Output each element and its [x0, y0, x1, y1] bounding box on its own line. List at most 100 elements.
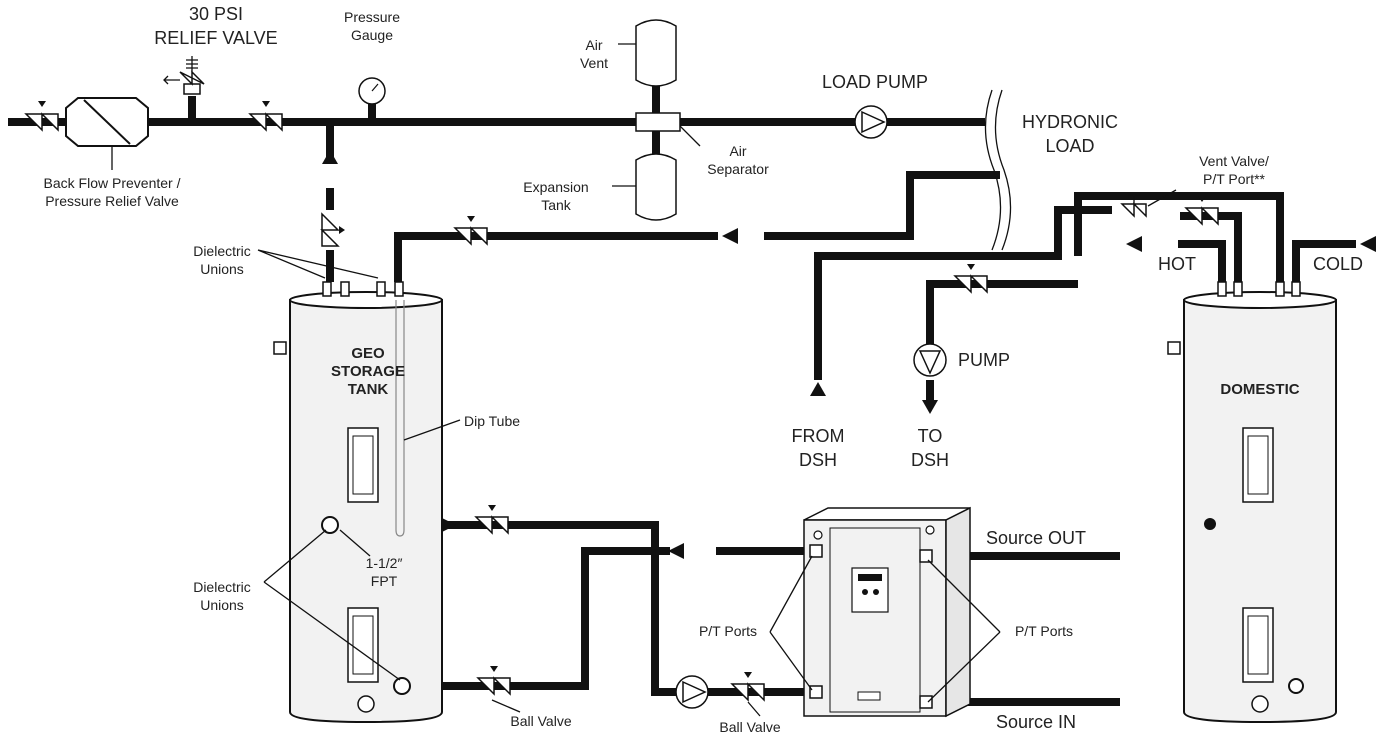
to-dsh-label-2: DSH [911, 450, 949, 470]
arrow-left-return [722, 228, 738, 244]
hydronic-break-marks [984, 89, 1012, 251]
geo-loop-pump-triangle [682, 680, 707, 704]
relief-valve-body [179, 70, 205, 95]
dsh-pump-triangle [918, 350, 942, 375]
load-pump [854, 105, 888, 139]
valve-handles [38, 101, 1206, 678]
dsh-control-knob-2 [873, 589, 879, 595]
hydronic-load-label-2: LOAD [1045, 136, 1094, 156]
geo-bottom-pipe [402, 547, 806, 690]
leader-dielectric-top [257, 249, 379, 279]
leader-air-separator [679, 125, 701, 147]
hydronic-return-pipe [394, 171, 1000, 282]
dsh-pt-port-3 [919, 549, 933, 563]
leader-dip-tube [403, 419, 461, 441]
leader-ball-valve-left [491, 699, 521, 713]
pt-ports-right-label: P/T Ports [1015, 623, 1073, 639]
leader-ball-valve-right [747, 701, 761, 717]
pressure-gauge-label-2: Gauge [351, 27, 393, 43]
dsh-heat-pump-unit [803, 506, 971, 718]
source-in-label: Source IN [996, 712, 1076, 732]
relief-valve-label-2: RELIEF VALVE [154, 28, 277, 48]
dsh-unit-side [945, 506, 971, 718]
to-dsh-pipe [926, 280, 1078, 400]
expansion-tank-label: Expansion [523, 179, 588, 195]
valve-pump-loop [953, 274, 988, 294]
geo-tank-port-bottom [393, 677, 411, 695]
valve-handle-1 [38, 101, 46, 107]
geo-tank-port-mid [321, 516, 339, 534]
air-vent-tank [635, 19, 677, 87]
relief-valve [163, 56, 205, 95]
cold-label: COLD [1313, 254, 1363, 274]
valve-geo-drop [320, 212, 340, 247]
valve-handle-3 [467, 216, 475, 222]
dsh-unit-label-plate [857, 691, 881, 701]
domestic-tank-body [1183, 299, 1337, 724]
relief-valve-spring [186, 56, 198, 72]
dsh-pt-port-4 [919, 695, 933, 709]
pump-label: PUMP [958, 350, 1010, 370]
leader-fpt [339, 529, 371, 557]
expansion-tank [635, 153, 677, 221]
valve-handle-5 [490, 666, 498, 672]
leader-pt-ports-right [927, 559, 1001, 703]
hydronic-load-label: HYDRONIC [1022, 112, 1118, 132]
arrow-left-dsh [668, 543, 684, 559]
geo-loop-pump [675, 675, 709, 709]
domestic-tank-port-mid [1204, 518, 1216, 530]
geo-tank-top-fitting-2 [340, 281, 350, 297]
valves [24, 112, 1219, 702]
arrow-up-from-dsh [810, 382, 826, 396]
backflow-label: Back Flow Preventer / [44, 175, 181, 191]
air-vent-cylinder [635, 19, 677, 87]
domestic-tank-top-fitting-2 [1233, 281, 1243, 297]
relief-valve-label: 30 PSI [189, 4, 243, 24]
domestic-tank [1167, 281, 1337, 724]
expansion-cylinder [635, 153, 677, 221]
domestic-tank-top-fitting-1 [1217, 281, 1227, 297]
geo-tank-access-panel-inner [352, 435, 374, 495]
dsh-control-display [858, 574, 882, 581]
air-separator-label: Air [729, 143, 746, 159]
geo-tank-side-valve [273, 341, 287, 355]
geo-tank-top [289, 291, 443, 309]
from-dsh-label: FROM [792, 426, 845, 446]
pressure-gauge-needle [371, 83, 379, 92]
relief-valve-outlet [163, 75, 180, 85]
arrow-up-geo [322, 150, 338, 164]
labels: 30 PSI RELIEF VALVE Pressure Gauge Air V… [44, 4, 1363, 734]
vent-valve [1120, 194, 1147, 218]
geo-tank-top-fitting-3 [376, 281, 386, 297]
backflow-preventer [65, 97, 149, 147]
dsh-to-port [925, 525, 935, 535]
air-separator [635, 112, 681, 132]
domestic-cold-loop-pipe [1074, 192, 1284, 282]
arrow-left-hot [1126, 236, 1142, 252]
dsh-pt-port-1 [809, 544, 823, 558]
ball-valve-right-label: Ball Valve [719, 719, 780, 734]
geo-tank-access-panel-bottom-inner [352, 615, 374, 675]
expansion-tank-label-2: Tank [541, 197, 572, 213]
valve-geo-mid [474, 515, 509, 535]
from-dsh-label-2: DSH [799, 450, 837, 470]
vent-valve-label: Vent Valve/ [1199, 153, 1269, 169]
valve-geo-bottom [476, 676, 511, 696]
valve-domestic-hot [1184, 206, 1219, 226]
cold-header-pipe [1292, 240, 1356, 282]
fpt-label-2: FPT [371, 573, 398, 589]
domestic-tank-top-fitting-4 [1291, 281, 1301, 297]
geo-tank-drain [357, 695, 375, 713]
domestic-tank-title: DOMESTIC [1220, 381, 1299, 398]
dsh-pump [913, 343, 947, 377]
dsh-unit-top [803, 507, 971, 521]
hot-header-pipe [1178, 240, 1226, 282]
to-dsh-label: TO [918, 426, 943, 446]
pressure-gauge [358, 77, 386, 105]
domestic-tank-access-panel-bottom-inner [1247, 615, 1269, 675]
hot-label: HOT [1158, 254, 1196, 274]
dip-tube-label: Dip Tube [464, 413, 520, 429]
geo-tank-title: GEO [351, 345, 385, 362]
arrow-right-geo-mid [440, 517, 456, 533]
